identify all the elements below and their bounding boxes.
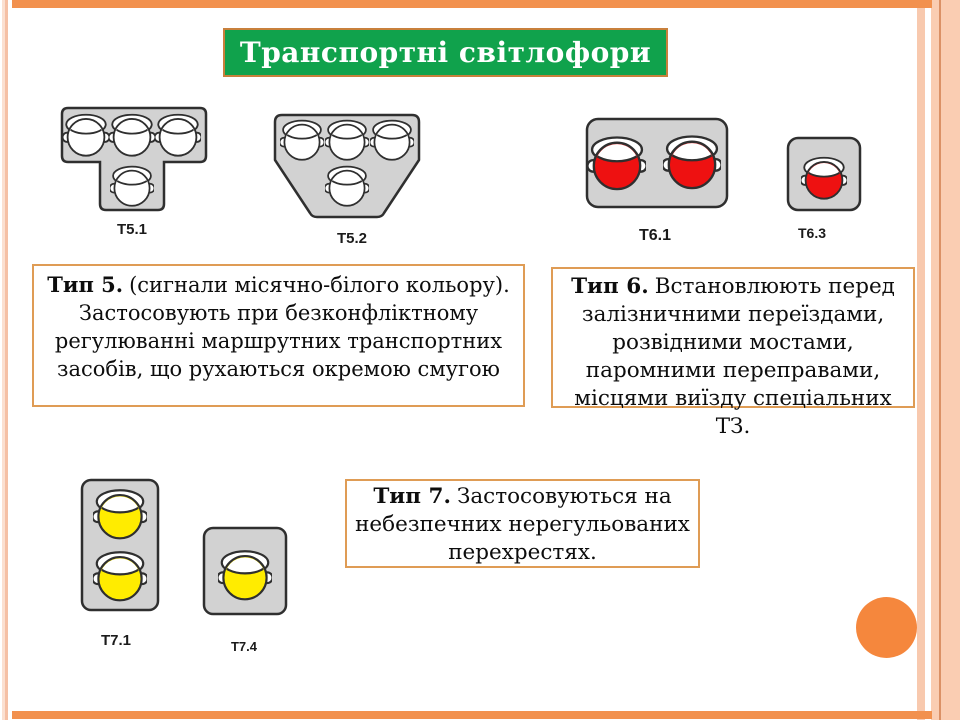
info-box-tip5: Тип 5.(сигнали місячно-білого кольору). … — [32, 264, 525, 407]
right-border-stripe-line — [939, 0, 941, 720]
info-box-body: Застосовуються на небезпечних нерегульов… — [355, 484, 690, 565]
traffic-light-t6-3 — [786, 136, 862, 212]
traffic-light-label: Т6.3 — [797, 225, 827, 241]
info-box-body: Встановлюють перед залізничними переїзда… — [574, 274, 895, 439]
left-border-stripe-outer — [2, 0, 5, 720]
traffic-light-label: Т6.1 — [638, 227, 672, 244]
info-box-heading: Тип 5. — [47, 272, 124, 297]
slide-title: Транспортні світлофори — [239, 36, 652, 69]
top-accent-bar — [12, 0, 932, 8]
info-box-heading: Тип 6. — [571, 274, 649, 299]
info-box-heading: Тип 7. — [373, 484, 451, 509]
traffic-light-t5-2 — [273, 113, 421, 219]
traffic-light-t5-1 — [60, 106, 208, 212]
traffic-light-t7-4 — [202, 526, 288, 616]
right-border-stripe-thin — [917, 0, 925, 720]
info-box-body: (сигнали місячно-білого кольору). Застос… — [54, 273, 510, 381]
info-box-tip7: Тип 7.Застосовуються на небезпечних нере… — [345, 479, 700, 568]
info-box-tip6: Тип 6.Встановлюють перед залізничними пе… — [551, 267, 915, 439]
traffic-light-label: Т5.1 — [116, 221, 148, 238]
left-border-stripe-inner — [5, 0, 8, 720]
bottom-accent-bar — [12, 711, 932, 719]
traffic-light-t7-1 — [80, 478, 160, 612]
title-box: Транспортні світлофори — [223, 28, 668, 77]
traffic-light-label: Т7.4 — [230, 639, 258, 654]
traffic-light-label: Т5.2 — [336, 230, 368, 247]
traffic-light-t6-1 — [585, 117, 729, 209]
right-border-stripe-band — [931, 0, 960, 720]
theme-circle-decoration — [856, 597, 917, 658]
traffic-light-label: Т7.1 — [100, 632, 132, 649]
